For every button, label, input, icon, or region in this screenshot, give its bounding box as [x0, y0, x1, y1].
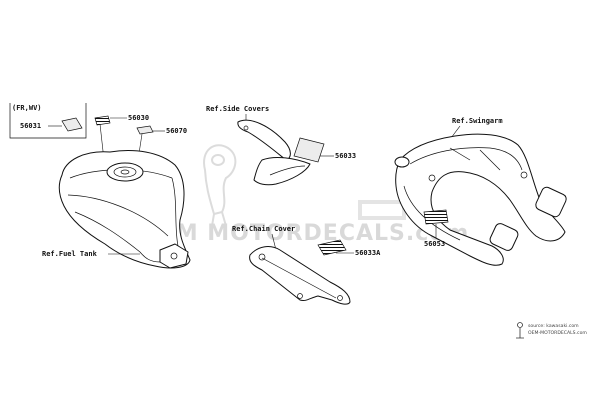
swingarm-pivot — [394, 156, 410, 168]
swingarm-axle-slot-right — [535, 186, 567, 218]
decal-56070 — [136, 125, 154, 135]
chain-cover-outline — [249, 246, 351, 305]
side-cover-lower — [253, 156, 311, 186]
source-line-text: source: kawasaki.com — [528, 323, 579, 329]
source-logo-icon — [516, 322, 524, 339]
part-number-56053: 56053 — [424, 240, 445, 248]
swingarm-axle-slot-left — [489, 223, 519, 251]
watermark: OEM MOTORDECALS.com — [140, 144, 469, 246]
part-number-56033: 56033 — [335, 152, 356, 160]
source-credit: source: kawasaki.com OEM-MOTORDECALS.com — [516, 322, 587, 339]
part-number-56030: 56030 — [128, 114, 149, 122]
watermark-logo-figure — [203, 144, 237, 227]
decal-56053 — [423, 209, 449, 225]
decal-56033a — [317, 239, 347, 256]
fuel-tank-group: (FR,WV) 56031 56030 56070 Ref.Fuel Tan — [9, 103, 191, 269]
fr-wv-label: (FR,WV) — [12, 104, 42, 112]
watermark-brand-text: OEM MOTORDECALS.com — [140, 221, 469, 246]
watermark-logo-square — [358, 200, 406, 220]
part-number-56070: 56070 — [166, 127, 187, 135]
decal-56033 — [293, 137, 325, 163]
swingarm-outline — [395, 133, 566, 266]
part-number-56031: 56031 — [20, 122, 41, 130]
ref-chain-cover-label: Ref.Chain Cover — [232, 225, 295, 233]
decal-56030 — [94, 115, 111, 126]
side-covers-group: Ref.Side Covers 56033 — [206, 105, 356, 186]
chain-cover-group: Ref.Chain Cover 56033A — [232, 225, 381, 305]
fuel-tank-outline — [58, 150, 191, 269]
ref-side-covers-label: Ref.Side Covers — [206, 105, 269, 113]
part-number-56033a: 56033A — [355, 249, 381, 257]
fuel-cap — [106, 162, 144, 182]
decal-56031 — [61, 117, 83, 132]
site-line-text: OEM-MOTORDECALS.com — [528, 330, 587, 336]
ref-fuel-tank-label: Ref.Fuel Tank — [42, 250, 98, 258]
fr-wv-callout-box: (FR,WV) 56031 — [9, 103, 87, 139]
ref-swingarm-label: Ref.Swingarm — [452, 117, 503, 125]
swingarm-group: Ref.Swingarm 56053 — [394, 117, 567, 266]
